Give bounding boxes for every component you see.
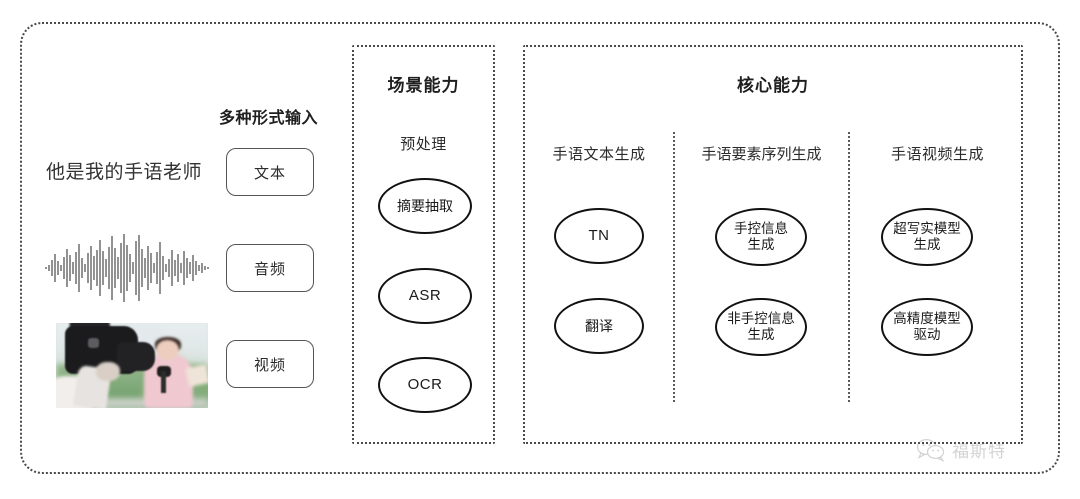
- node-tn[interactable]: TN: [554, 208, 644, 264]
- panel-core-capability: 核心能力 手语文本生成 TN 翻译 手语要素序列生成 手控信息 生成 非手控信息…: [523, 45, 1023, 444]
- outer-frame: [20, 22, 1060, 474]
- modality-box-audio[interactable]: 音频: [226, 244, 314, 292]
- node-hyperrealistic-model-generation[interactable]: 超写实模型 生成: [881, 208, 973, 266]
- subcolumn-sign-text-generation-title: 手语文本生成: [552, 146, 646, 163]
- node-hyperrealistic-model-generation-label: 超写实模型 生成: [893, 221, 961, 252]
- node-summary-extraction[interactable]: 摘要抽取: [378, 178, 472, 234]
- panel-scene-title: 场景能力: [387, 76, 460, 95]
- node-ocr[interactable]: OCR: [378, 357, 472, 413]
- modality-box-video[interactable]: 视频: [226, 340, 314, 388]
- watermark-label: 福斯特: [952, 442, 1006, 461]
- audio-waveform-icon: [45, 234, 209, 302]
- panel-core-title: 核心能力: [737, 76, 809, 95]
- modality-box-text[interactable]: 文本: [226, 148, 314, 196]
- subcolumn-preprocessing-title: 预处理: [400, 136, 447, 153]
- input-section-heading: 多种形式输入: [219, 110, 319, 127]
- node-asr[interactable]: ASR: [378, 268, 472, 324]
- node-nonmanual-feature-generation[interactable]: 非手控信息 生成: [715, 298, 807, 356]
- wechat-icon: [916, 438, 945, 462]
- panel-scene-capability: 场景能力 预处理 摘要抽取 ASR OCR: [352, 45, 495, 444]
- subcolumn-sign-element-sequence-generation-title: 手语要素序列生成: [701, 146, 822, 163]
- node-high-precision-model-driving[interactable]: 高精度模型 驱动: [881, 298, 973, 356]
- node-manual-feature-generation-label: 手控信息 生成: [734, 221, 788, 252]
- column-divider-2: [848, 132, 850, 402]
- node-translation[interactable]: 翻译: [554, 298, 644, 354]
- column-divider-1: [673, 132, 675, 402]
- watermark: 福斯特: [916, 437, 1006, 462]
- subcolumn-sign-video-generation: 手语视频生成: [850, 143, 1025, 164]
- subcolumn-preprocessing: 预处理: [351, 133, 496, 154]
- sample-sentence-text: 他是我的手语老师: [46, 162, 203, 183]
- subcolumn-sign-text-generation: 手语文本生成: [525, 143, 673, 164]
- node-manual-feature-generation[interactable]: 手控信息 生成: [715, 208, 807, 266]
- node-nonmanual-feature-generation-label: 非手控信息 生成: [727, 311, 795, 342]
- subcolumn-sign-element-sequence-generation: 手语要素序列生成: [675, 143, 848, 164]
- node-high-precision-model-driving-label: 高精度模型 驱动: [893, 311, 961, 342]
- subcolumn-sign-video-generation-title: 手语视频生成: [890, 146, 984, 163]
- video-thumbnail-image: [56, 323, 208, 408]
